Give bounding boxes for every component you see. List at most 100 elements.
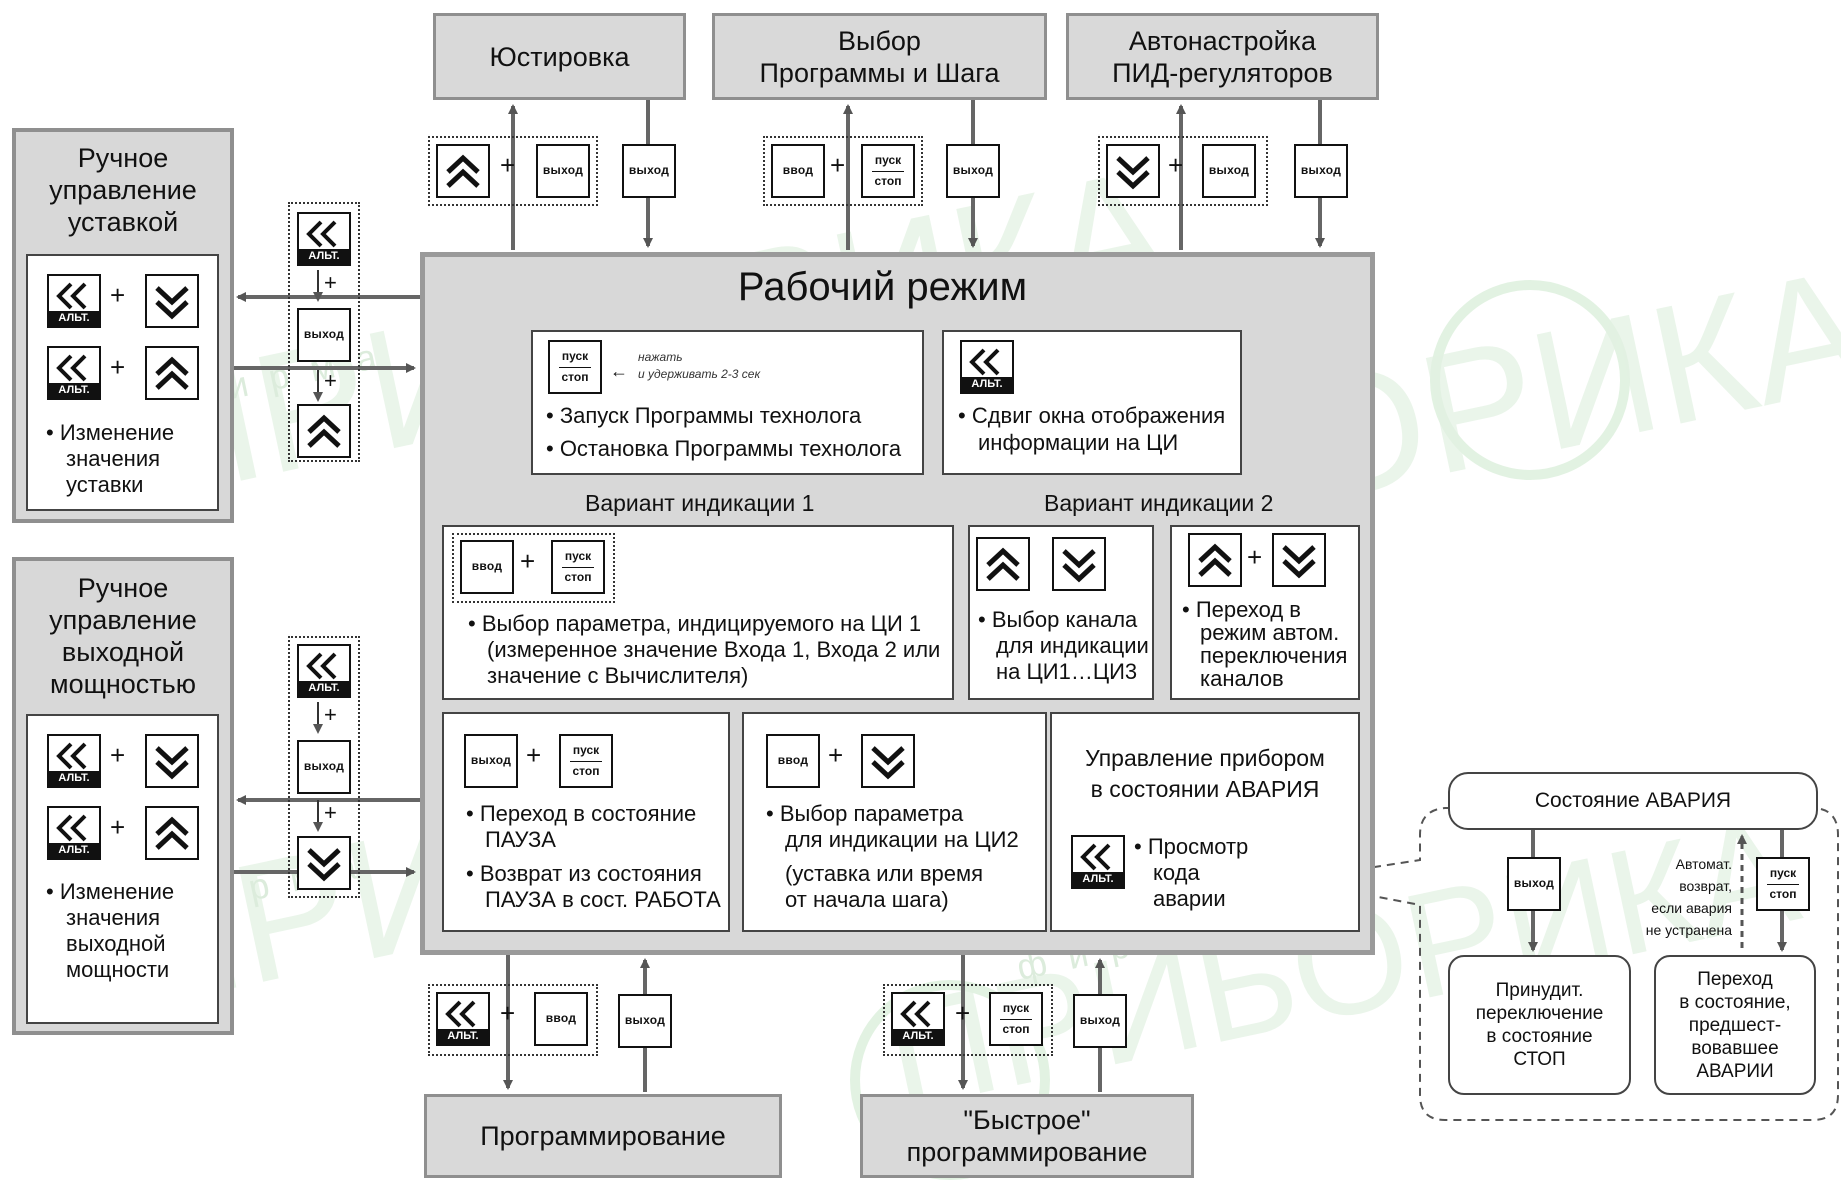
channel-text-1: • Выбор канала bbox=[978, 607, 1138, 632]
return-5: АВАРИИ bbox=[1696, 1060, 1774, 1082]
key-down[interactable] bbox=[1272, 533, 1326, 587]
key-down[interactable] bbox=[1106, 144, 1160, 198]
key-alt[interactable]: АЛЬТ. bbox=[1071, 835, 1125, 889]
key-alt[interactable]: АЛЬТ. bbox=[436, 992, 490, 1046]
double-chevron-left-icon bbox=[1080, 843, 1111, 871]
forced-stop-box: Принудит. переключение в состояние СТОП bbox=[1448, 955, 1631, 1095]
combo-fast-programming bbox=[883, 984, 1053, 1056]
key-vyhod[interactable]: выход bbox=[536, 144, 590, 198]
key-up[interactable] bbox=[976, 537, 1030, 591]
double-chevron-left-icon bbox=[306, 652, 337, 680]
auto-return-2: возврат, bbox=[1679, 878, 1732, 894]
mode-select-label-2: Программы и Шага bbox=[759, 57, 1000, 88]
key-vvod[interactable]: ввод bbox=[534, 992, 588, 1046]
key-alt[interactable]: АЛЬТ. bbox=[297, 644, 351, 698]
setpoint-title-1: Ручное bbox=[77, 143, 169, 173]
key-up[interactable] bbox=[297, 404, 351, 458]
double-chevron-left-icon bbox=[900, 1000, 931, 1028]
mode-programming-label: Программирование bbox=[480, 1121, 726, 1151]
power-title-4: мощностью bbox=[50, 669, 196, 699]
forced-4: СТОП bbox=[1513, 1049, 1566, 1070]
key-vyhod[interactable]: выход bbox=[618, 994, 672, 1048]
key-vyhod[interactable]: выход bbox=[1073, 994, 1127, 1048]
key-down[interactable] bbox=[1052, 537, 1106, 591]
key-vvod[interactable]: ввод bbox=[766, 734, 820, 788]
v1-text-3: значение с Вычислителя) bbox=[487, 663, 749, 688]
double-chevron-left-icon bbox=[56, 742, 87, 770]
mode-select-program: Выбор Программы и Шага bbox=[712, 13, 1047, 100]
plus-sign: + bbox=[1247, 542, 1263, 572]
double-chevron-left-icon bbox=[56, 814, 87, 842]
key-vyhod[interactable]: выход bbox=[297, 308, 351, 362]
plus-sign: + bbox=[500, 998, 516, 1028]
key-vyhod[interactable]: выход bbox=[464, 734, 518, 788]
key-alt[interactable]: АЛЬТ. bbox=[47, 734, 101, 788]
key-vvod[interactable]: ввод bbox=[771, 144, 825, 198]
key-alt[interactable]: АЛЬТ. bbox=[297, 212, 351, 266]
alarm-state-label: Состояние АВАРИЯ bbox=[1534, 789, 1732, 812]
setpoint-change-1: • Изменение bbox=[46, 420, 175, 445]
key-vyhod[interactable]: выход bbox=[297, 740, 351, 794]
plus-sign: + bbox=[110, 352, 126, 382]
key-vyhod[interactable]: выход bbox=[1294, 144, 1348, 198]
setpoint-title-2: управление bbox=[49, 175, 197, 205]
combo-power-stack bbox=[288, 636, 360, 898]
hold-hint-1: нажать bbox=[638, 350, 683, 364]
key-down[interactable] bbox=[297, 836, 351, 890]
alarm-control-title-2: в состоянии АВАРИЯ bbox=[1090, 776, 1320, 802]
plus-sign: + bbox=[828, 740, 844, 770]
ci2-text-2: для индикации на ЦИ2 bbox=[785, 827, 1019, 852]
view-code-1: • Просмотр bbox=[1134, 834, 1249, 859]
key-down[interactable] bbox=[145, 274, 199, 328]
alarm-state-box: Состояние АВАРИЯ bbox=[1448, 772, 1818, 830]
key-up[interactable] bbox=[145, 346, 199, 400]
mode-fast-label-1: "Быстрое" bbox=[963, 1105, 1091, 1135]
key-up[interactable] bbox=[145, 806, 199, 860]
return-state-box: Переход в состояние, предшест- вовавшее … bbox=[1654, 955, 1816, 1095]
key-alt[interactable]: АЛЬТ. bbox=[47, 806, 101, 860]
auto-text-1: • Переход в bbox=[1182, 597, 1301, 622]
key-vyhod[interactable]: выход bbox=[1507, 857, 1561, 911]
double-chevron-down-icon bbox=[1062, 549, 1096, 583]
power-title-3: выходной bbox=[61, 637, 185, 667]
forced-3: в состояние bbox=[1486, 1026, 1593, 1047]
return-3: предшест- bbox=[1688, 1014, 1782, 1036]
plus-sign: + bbox=[500, 150, 516, 180]
key-vyhod[interactable]: выход bbox=[622, 144, 676, 198]
mode-adjust-label: Юстировка bbox=[489, 41, 630, 72]
auto-return-4: не устранена bbox=[1645, 922, 1732, 938]
combo-setpoint-stack bbox=[288, 202, 360, 462]
return-4: вовавшее bbox=[1691, 1037, 1779, 1059]
key-alt[interactable]: АЛЬТ. bbox=[47, 346, 101, 400]
plus-sign: + bbox=[110, 740, 126, 770]
v1-text-2: (измеренное значение Входа 1, Входа 2 ил… bbox=[487, 637, 941, 662]
key-down[interactable] bbox=[861, 734, 915, 788]
double-chevron-up-icon bbox=[986, 547, 1020, 581]
auto-text-2: режим автом. bbox=[1200, 620, 1340, 645]
key-vyhod[interactable]: выход bbox=[946, 144, 1000, 198]
combo-vvod-pusk bbox=[452, 533, 615, 603]
key-alt[interactable]: АЛЬТ. bbox=[891, 992, 945, 1046]
key-alt[interactable]: АЛЬТ. bbox=[960, 340, 1014, 394]
key-vyhod[interactable]: выход bbox=[1202, 144, 1256, 198]
pause-text-3: • Возврат из состояния bbox=[466, 861, 702, 886]
power-change-1: • Изменение bbox=[46, 879, 175, 904]
double-chevron-up-icon bbox=[155, 816, 189, 850]
key-up[interactable] bbox=[436, 144, 490, 198]
double-chevron-left-icon bbox=[445, 1000, 476, 1028]
key-alt[interactable]: АЛЬТ. bbox=[47, 274, 101, 328]
key-up[interactable] bbox=[1188, 533, 1242, 587]
power-title-2: управление bbox=[49, 605, 197, 635]
key-vvod[interactable]: ввод bbox=[460, 540, 514, 594]
plus-sign: + bbox=[324, 368, 337, 393]
key-down[interactable] bbox=[145, 734, 199, 788]
alarm-control-panel bbox=[1050, 712, 1360, 932]
double-chevron-down-icon bbox=[155, 286, 189, 320]
combo-select bbox=[763, 136, 923, 206]
